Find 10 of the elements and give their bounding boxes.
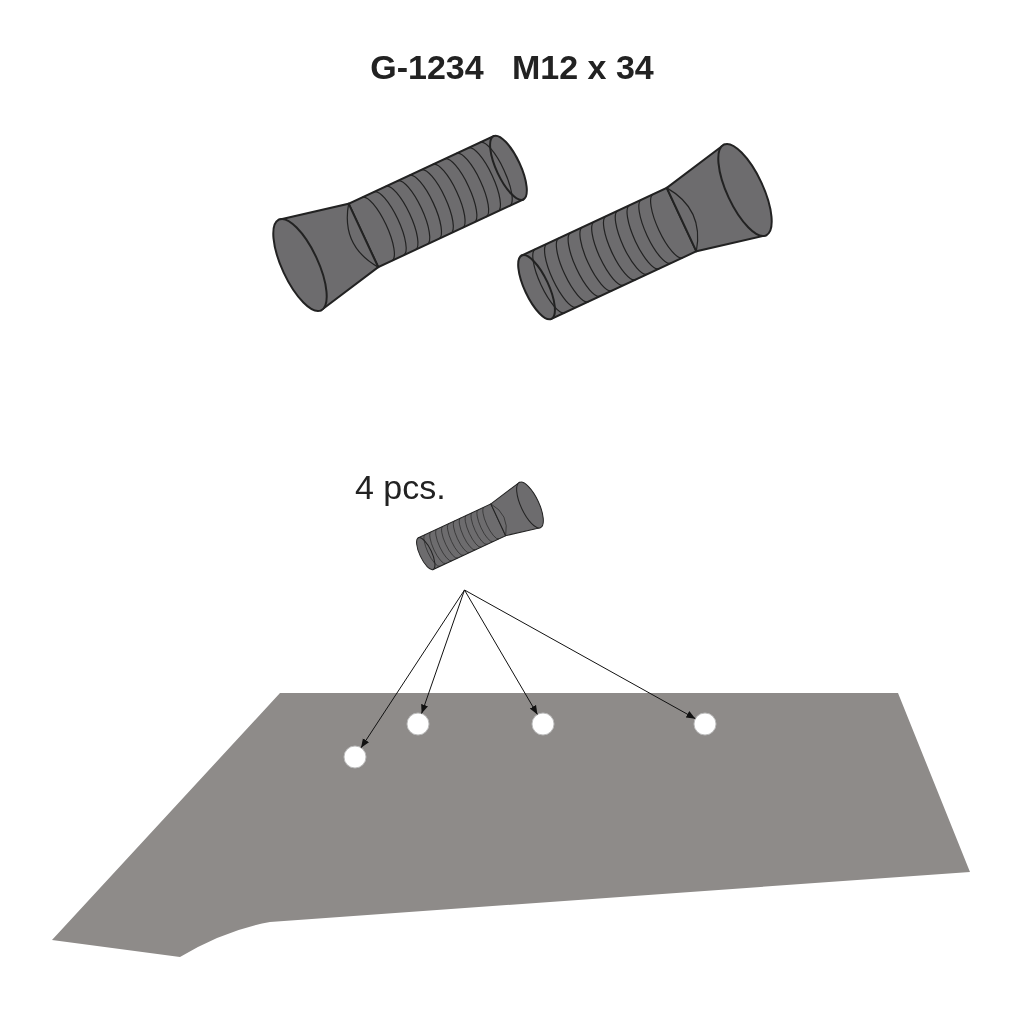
hole	[693, 712, 717, 736]
arrow	[360, 589, 465, 749]
title: G-1234 M12 x 34	[369, 48, 655, 87]
quantity-label: 4 pcs.	[355, 468, 446, 507]
arrow	[421, 589, 465, 715]
arrow	[464, 589, 696, 720]
hole	[343, 745, 367, 769]
arrow	[464, 589, 538, 715]
hole	[531, 712, 555, 736]
hole	[406, 712, 430, 736]
